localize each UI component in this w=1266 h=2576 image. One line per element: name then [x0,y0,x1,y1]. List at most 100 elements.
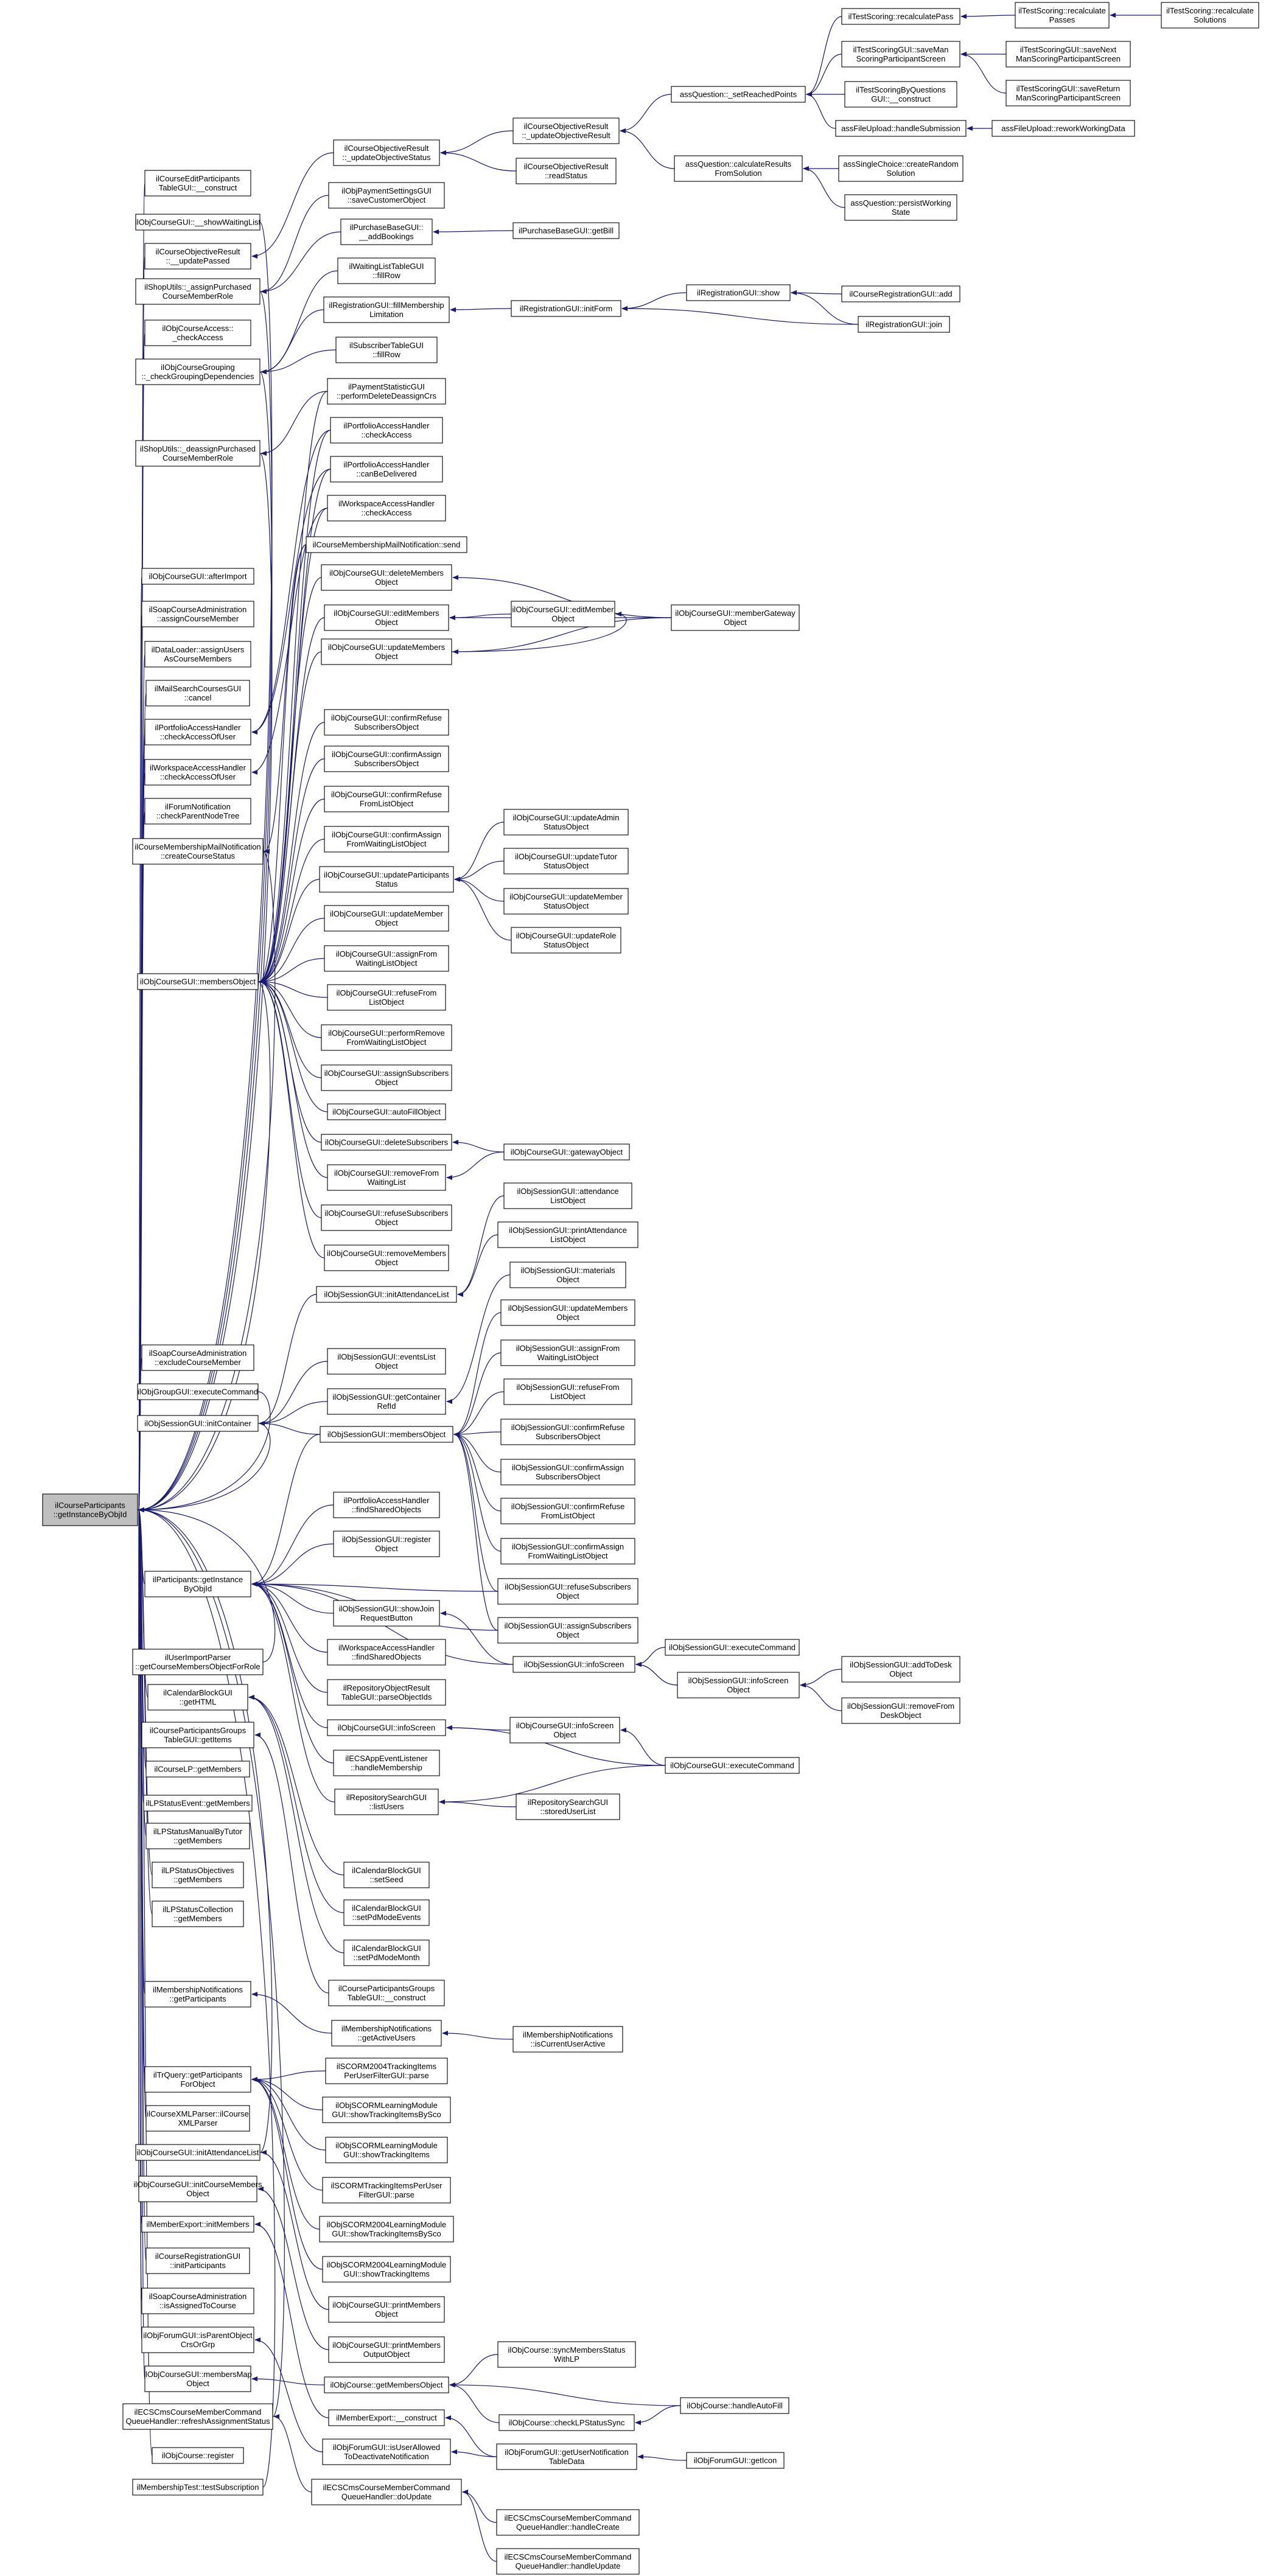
node-shop-assign[interactable]: ilShopUtils::_assignPurchasedCourseMembe… [135,278,261,305]
node-course-get-members-object[interactable]: ilObjCourse::getMembersObject [324,2376,449,2393]
node-ecs-refresh[interactable]: ilECSCmsCourseMemberCommandQueueHandler:… [122,2403,273,2430]
node-session-print-attendance[interactable]: ilObjSessionGUI::printAttendanceListObje… [497,1221,638,1248]
node-membership-notif-get[interactable]: ilMembershipNotifications::getParticipan… [144,1981,251,2008]
node-session-info-screen[interactable]: ilObjSessionGUI::infoScreen [512,1656,635,1673]
node-root[interactable]: ilCourseParticipants::getInstanceByObjId [42,1493,138,1526]
node-portfolio-check-access[interactable]: ilPortfolioAccessHandler::checkAccess [330,417,443,444]
node-shop-deassign[interactable]: ilShopUtils::_deassignPurchasedCourseMem… [135,440,261,467]
node-scorm2004-show-tracking[interactable]: ilObjSCORM2004LearningModuleGUI::showTra… [322,2256,451,2283]
node-perform-remove-from-waiting[interactable]: ilObjCourseGUI::performRemoveFromWaiting… [321,1024,452,1051]
node-calendar-pd-mode-month[interactable]: ilCalendarBlockGUI::setPdModeMonth [343,1939,430,1966]
node-obj-course-grouping[interactable]: ilObjCourseGrouping::_checkGroupingDepen… [135,358,261,385]
node-repo-search-list-users[interactable]: ilRepositorySearchGUI::listUsers [334,1789,439,1815]
node-portfolio-check-user[interactable]: ilPortfolioAccessHandler::checkAccessOfU… [144,719,251,745]
node-mail-notif-send[interactable]: ilCourseMembershipMailNotification::send [306,536,467,553]
node-members-object[interactable]: ilObjCourseGUI::membersObject [137,973,259,990]
node-auto-fill-object[interactable]: ilObjCourseGUI::autoFillObject [327,1103,446,1120]
node-calendar-block[interactable]: ilCalendarBlockGUI::getHTML [147,1684,248,1711]
node-forum-is-user-allowed[interactable]: ilObjForumGUI::isUserAllowedToDeactivate… [322,2438,451,2465]
node-test-scoring-guisave-return[interactable]: ilTestScoringGUI::saveReturnManScoringPa… [1005,80,1131,106]
node-test-scoring-guisave-next[interactable]: ilTestScoringGUI::saveNextManScoringPart… [1005,41,1131,68]
node-mail-search-cancel[interactable]: ilMailSearchCoursesGUI::cancel [145,680,250,707]
node-repo-result-parse[interactable]: ilRepositoryObjectResultTableGUI::parseO… [327,1679,446,1706]
node-group-execute[interactable]: ilObjGroupGUI::executeCommand [137,1383,259,1400]
node-mail-notif-create[interactable]: ilCourseMembershipMailNotification::crea… [132,838,264,865]
node-calendar-set-seed[interactable]: ilCalendarBlockGUI::setSeed [343,1862,430,1888]
node-test-scoring-recalc-pass[interactable]: ilTestScoring::recalculatePass [841,8,960,25]
node-confirm-refuse-from-list[interactable]: ilObjCourseGUI::confirmRefuseFromListObj… [324,786,449,812]
node-obj-result-update-result[interactable]: ilCourseObjectiveResult::_updateObjectiv… [512,117,620,144]
node-portfolio-find-shared[interactable]: ilPortfolioAccessHandler::findSharedObje… [333,1492,440,1518]
node-purchase-get-bill[interactable]: ilPurchaseBaseGUI::getBill [512,222,620,239]
node-course-xmlparser[interactable]: ilCourseXMLParser::ilCourseXMLParser [145,2105,250,2132]
node-session-confirm-assign-from-waiting[interactable]: ilObjSessionGUI::confirmAssignFromWaitin… [500,1538,635,1565]
node-forum-notif-check[interactable]: ilForumNotification::checkParentNodeTree [144,798,251,825]
node-user-import-parser[interactable]: ilUserImportParser::getCourseMembersObje… [132,1649,264,1675]
node-ass-question-set-reached[interactable]: assQuestion::_setReachedPoints [671,86,806,103]
node-course-handle-auto-fill[interactable]: ilObjCourse::handleAutoFill [680,2397,789,2414]
node-course-lpget-members[interactable]: ilCourseLP::getMembers [145,1761,250,1778]
node-payment-save-customer[interactable]: ilObjPaymentSettingsGUI::saveCustomerObj… [328,182,445,209]
node-obj-result-read-status[interactable]: ilCourseObjectiveResult::readStatus [516,158,617,184]
node-reg-join[interactable]: ilRegistrationGUI::join [858,316,950,333]
node-waiting-fill-row[interactable]: ilWaitingListTableGUI::fillRow [337,257,436,284]
node-course-reg-add[interactable]: ilCourseRegistrationGUI::add [841,285,960,302]
node-soap-is-assigned[interactable]: ilSoapCourseAdministration::isAssignedTo… [141,2288,254,2314]
node-ecs-handle-update[interactable]: ilECSCmsCourseMemberCommandQueueHandler:… [496,2548,640,2575]
node-ass-file-upload-handle[interactable]: assFileUpload::handleSubmission [835,120,967,137]
node-repo-search-stored-user-list[interactable]: ilRepositorySearchGUI::storedUserList [516,1793,620,1820]
node-ecs-do-update[interactable]: ilECSCmsCourseMemberCommandQueueHandler:… [311,2479,462,2505]
node-lp-status-collection[interactable]: ilLPStatusCollection::getMembers [152,1901,244,1927]
node-workspace-check-user[interactable]: ilWorkspaceAccessHandler::checkAccessOfU… [144,759,251,786]
node-course-check-lpstatus-sync[interactable]: ilObjCourse::checkLPStatusSync [498,2414,635,2431]
node-reg-show[interactable]: ilRegistrationGUI::show [686,284,791,301]
node-scorm2004-show-tracking-by-sco[interactable]: ilObjSCORM2004LearningModuleGUI::showTra… [319,2216,454,2243]
node-session-execute-command[interactable]: ilObjSessionGUI::executeCommand [665,1639,800,1656]
node-after-import[interactable]: ilObjCourseGUI::afterImport [141,568,254,585]
node-groups-table-construct[interactable]: ilCourseParticipantsGroupsTableGUI::__co… [328,1980,445,2006]
node-participants-get-instance[interactable]: ilParticipants::getInstanceByObjId [144,1571,251,1597]
node-scorm-tracking-parse[interactable]: ilSCORMTrackingItemsPerUserFilterGUI::pa… [322,2177,451,2204]
node-groups-table-get-items[interactable]: ilCourseParticipantsGroupsTableGUI::getI… [141,1722,254,1748]
node-session-assign-from-waiting[interactable]: ilObjSessionGUI::assignFromWaitingListOb… [500,1339,635,1366]
node-delete-subscribers[interactable]: ilObjCourseGUI::deleteSubscribers [321,1134,452,1151]
node-ecs-handle-create[interactable]: ilECSCmsCourseMemberCommandQueueHandler:… [496,2509,640,2536]
node-ass-question-calc-results[interactable]: assQuestion::calculateResultsFromSolutio… [674,155,803,182]
node-session-confirm-assign-subs[interactable]: ilObjSessionGUI::confirmAssignSubscriber… [500,1459,635,1485]
node-scorm-show-tracking[interactable]: ilObjSCORMLearningModuleGUI::showTrackin… [325,2137,448,2163]
node-reg-init-form[interactable]: ilRegistrationGUI::initForm [511,300,621,317]
node-course-reg-init-participants[interactable]: ilCourseRegistrationGUI::initParticipant… [145,2247,250,2274]
node-session-confirm-refuse-subs[interactable]: ilObjSessionGUI::confirmRefuseSubscriber… [500,1419,635,1445]
